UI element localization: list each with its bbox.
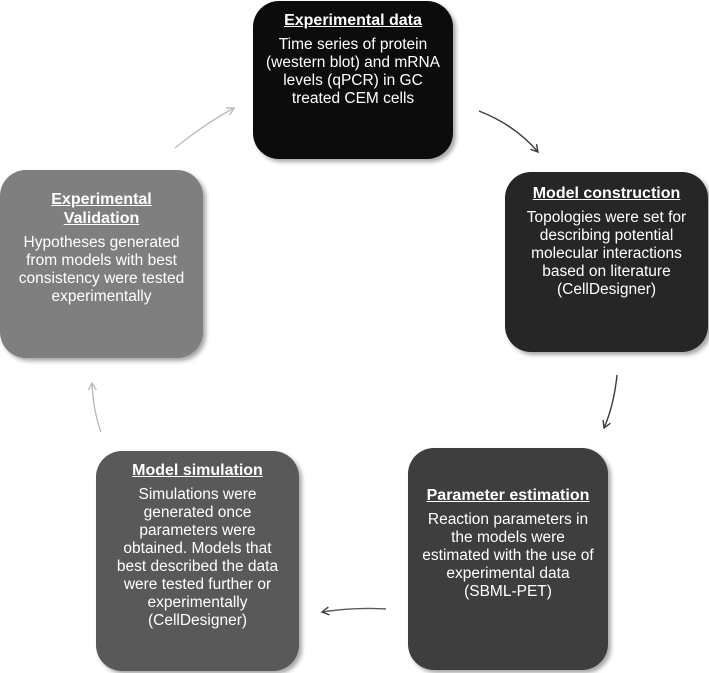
experimental-data-text: Time series of protein (western blot) an… bbox=[265, 36, 440, 107]
parameter-estimation-text: Reaction parameters in the models were e… bbox=[422, 511, 594, 600]
experimental-validation-box: Experimental Validation Hypotheses gener… bbox=[0, 170, 203, 358]
experimental-data-title: Experimental data bbox=[284, 12, 422, 29]
arrow-simulation-to-validation bbox=[87, 381, 102, 433]
arrow-estimation-to-simulation bbox=[320, 606, 387, 616]
model-construction-text: Topologies were set for describing poten… bbox=[526, 209, 687, 298]
model-simulation-box: Model simulation Simulations were genera… bbox=[96, 451, 299, 671]
model-simulation-title: Model simulation bbox=[132, 462, 263, 479]
experimental-validation-text: Hypotheses generated from models with be… bbox=[18, 234, 185, 305]
experimental-data-box: Experimental data Time series of protein… bbox=[253, 1, 453, 159]
arrow-construction-to-estimation bbox=[602, 374, 618, 430]
model-simulation-text: Simulations were generated once paramete… bbox=[116, 486, 279, 629]
arrow-data-to-construction bbox=[478, 110, 539, 154]
model-construction-box: Model construction Topologies were set f… bbox=[505, 172, 708, 352]
model-construction-title: Model construction bbox=[532, 185, 681, 202]
experimental-validation-title: Experimental Validation bbox=[51, 191, 152, 227]
arrow-validation-to-data bbox=[174, 107, 236, 149]
parameter-estimation-box: Parameter estimation Reaction parameters… bbox=[408, 448, 608, 670]
parameter-estimation-title: Parameter estimation bbox=[426, 487, 590, 504]
